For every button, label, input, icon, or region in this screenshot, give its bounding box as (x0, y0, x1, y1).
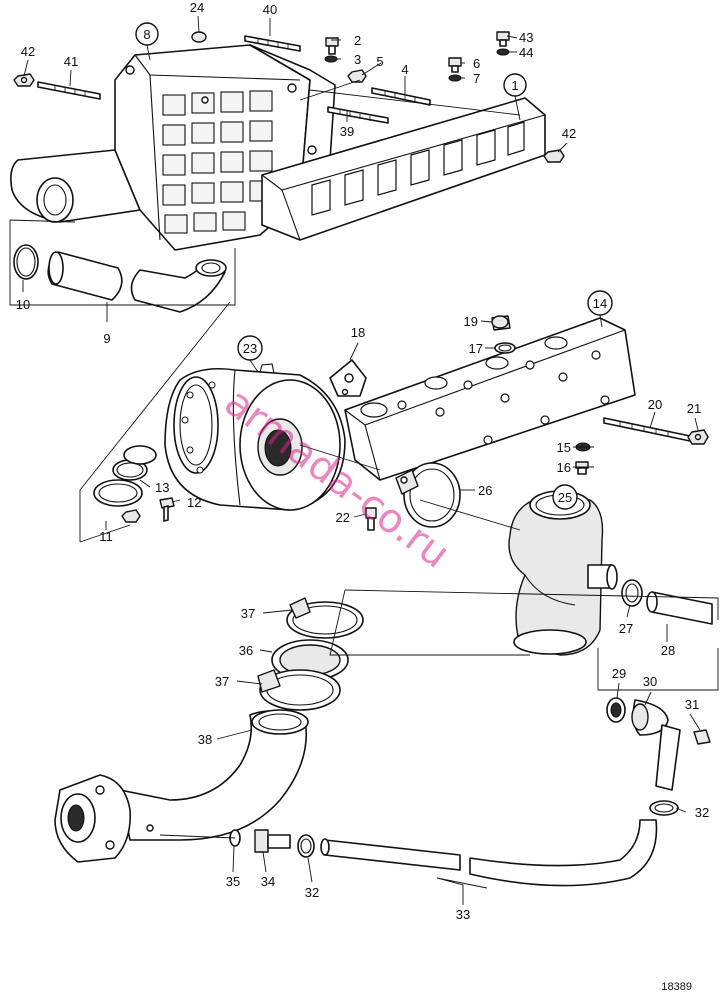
callout-30: 30 (643, 674, 657, 689)
exhaust-pipe-lower (54, 597, 364, 863)
callout-circle-14: 14 (587, 290, 613, 316)
callout-20: 20 (648, 397, 662, 412)
callout-14: 14 (593, 296, 607, 311)
callout-5: 5 (376, 54, 383, 69)
callout-42-right: 42 (562, 126, 576, 141)
callout-32-right: 32 (695, 805, 709, 820)
callout-11: 11 (99, 529, 113, 544)
callout-25: 25 (558, 490, 572, 505)
figure-number: 18389 (661, 981, 692, 993)
callout-12: 12 (187, 495, 201, 510)
water-hose-assembly (229, 697, 711, 887)
callout-circle-25: 25 (552, 484, 578, 510)
callout-29: 29 (612, 666, 626, 681)
callout-37-top: 37 (241, 606, 255, 621)
turbocharger (164, 363, 346, 511)
callout-40: 40 (263, 2, 277, 17)
callout-34: 34 (261, 874, 275, 889)
nipple-fitting (365, 507, 377, 531)
callout-2: 2 (354, 33, 361, 48)
callout-4: 4 (401, 62, 408, 77)
exhaust-manifold (329, 317, 636, 481)
callout-leader-lines (22, 15, 701, 905)
callout-3: 3 (354, 52, 361, 67)
callout-circle-1: 1 (503, 73, 527, 97)
callout-43: 43 (519, 30, 533, 45)
callout-38: 38 (198, 732, 212, 747)
fasteners-upper (13, 31, 565, 163)
assembly-guide-lines (9, 79, 719, 839)
hose-assembly-right (621, 579, 713, 625)
callout-1: 1 (511, 78, 518, 93)
callout-28: 28 (661, 643, 675, 658)
callout-7: 7 (473, 71, 480, 86)
turbo-inlet-rings (93, 445, 175, 523)
callout-44: 44 (519, 45, 533, 60)
callout-10: 10 (16, 297, 30, 312)
callout-37-bottom: 37 (215, 674, 229, 689)
callout-9: 9 (103, 331, 110, 346)
callout-18: 18 (351, 325, 365, 340)
callout-42-left: 42 (21, 44, 35, 59)
callout-16: 16 (557, 460, 571, 475)
v-band-clamp (395, 462, 461, 528)
callout-27: 27 (619, 621, 633, 636)
fasteners-middle (491, 315, 709, 475)
callout-21: 21 (687, 401, 701, 416)
callout-22: 22 (336, 510, 350, 525)
callout-26: 26 (478, 483, 492, 498)
callout-33: 33 (456, 907, 470, 922)
callout-19: 19 (464, 314, 478, 329)
callout-15: 15 (557, 440, 571, 455)
callout-6: 6 (473, 56, 480, 71)
callout-24: 24 (190, 0, 204, 15)
callout-circle-23: 23 (237, 335, 263, 361)
callout-labels: 1 8 14 23 25 2 3 4 5 6 7 9 10 11 12 13 1… (16, 0, 709, 922)
callout-35: 35 (226, 874, 240, 889)
callout-17: 17 (469, 341, 483, 356)
callout-circle-8: 8 (135, 22, 159, 46)
intake-manifold (261, 97, 546, 241)
callout-39: 39 (340, 124, 354, 139)
callout-8: 8 (143, 27, 150, 42)
callout-31: 31 (685, 697, 699, 712)
callout-23: 23 (243, 341, 257, 356)
callout-13: 13 (155, 480, 169, 495)
callout-32-bottom: 32 (305, 885, 319, 900)
callout-41: 41 (64, 54, 78, 69)
sleeve-assembly (13, 244, 227, 313)
exhaust-elbow (508, 490, 618, 656)
callout-36: 36 (239, 643, 253, 658)
